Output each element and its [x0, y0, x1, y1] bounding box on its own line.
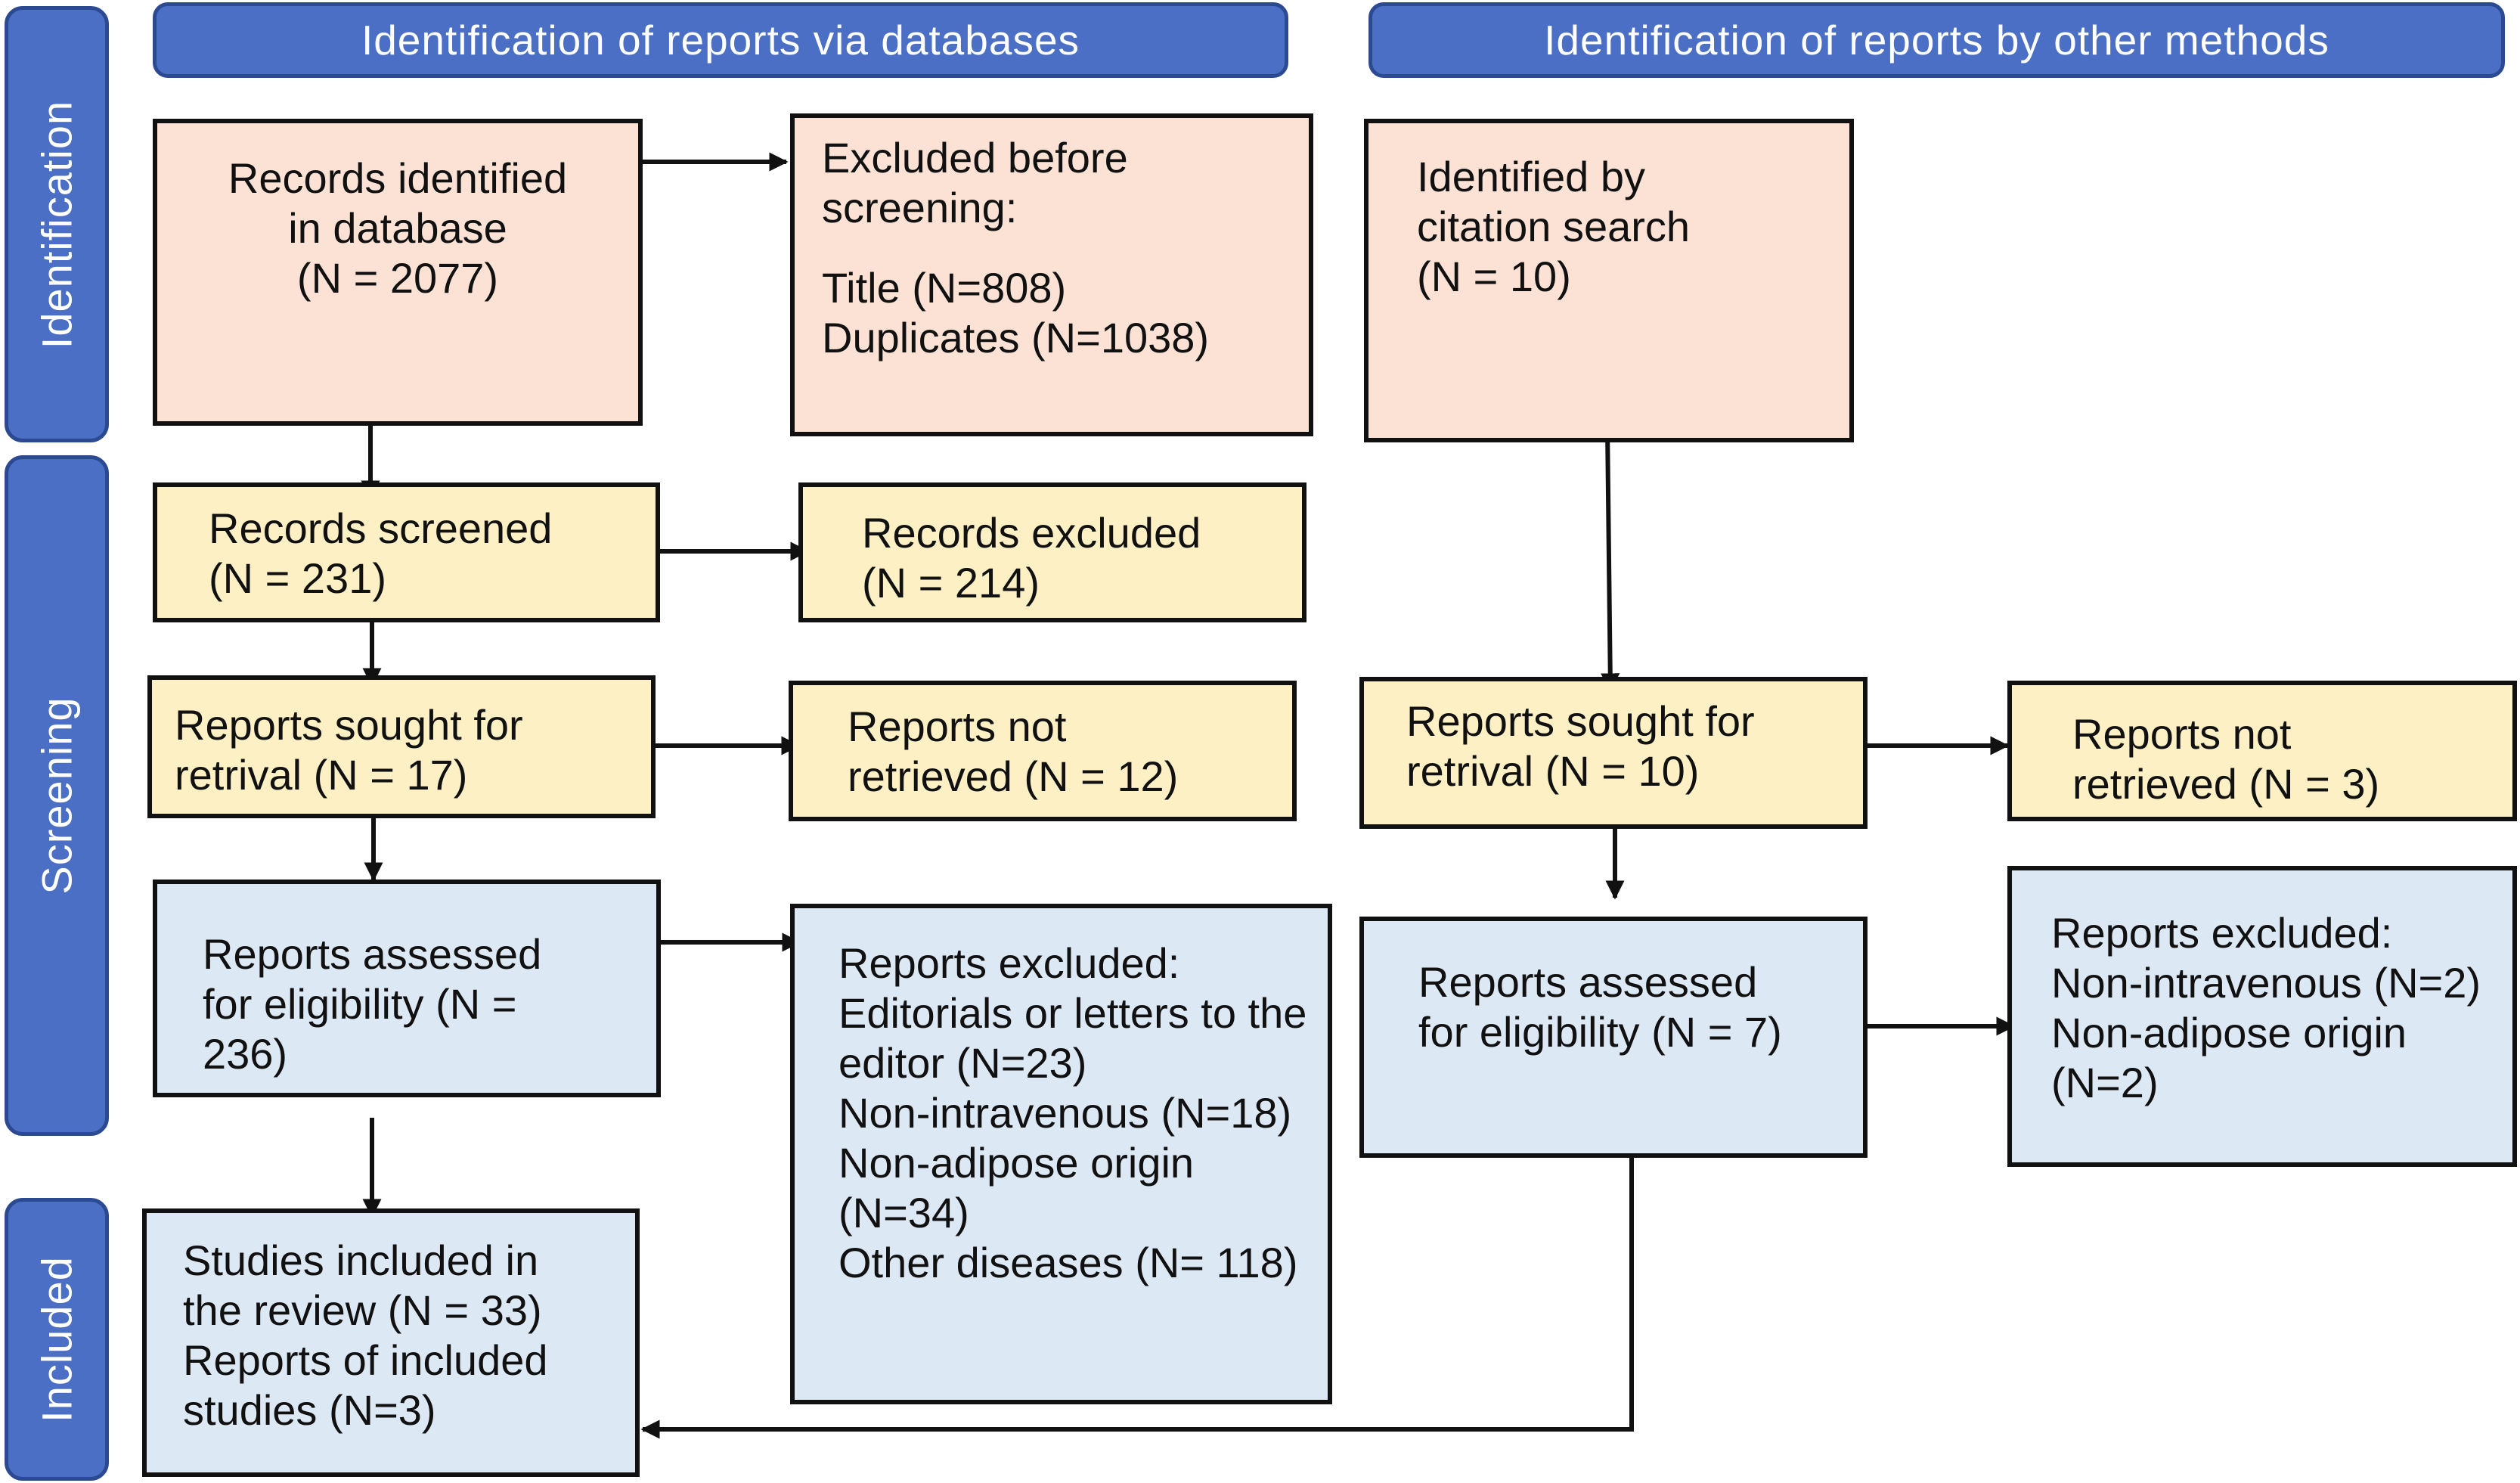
- reports-excluded-db-box: Reports excluded: Editorials or letters …: [790, 904, 1332, 1404]
- included-line: studies (N=3): [183, 1386, 436, 1434]
- studies-included-box: Studies included in the review (N = 33) …: [142, 1208, 640, 1477]
- assessed-other-line: Reports assessed: [1418, 958, 1758, 1006]
- not-retrieved-db-line: retrieved (N = 12): [848, 752, 1179, 800]
- phase-included: Included: [5, 1198, 109, 1481]
- reports-assessed-db-box: Reports assessed for eligibility (N = 23…: [153, 880, 661, 1097]
- not-retrieved-other-line: Reports not: [2072, 710, 2292, 758]
- excluded-before-item: Duplicates (N=1038): [822, 314, 1210, 361]
- included-line: the review (N = 33): [183, 1286, 542, 1334]
- records-screened-box: Records screened (N = 231): [153, 482, 660, 622]
- reports-assessed-other-box: Reports assessed for eligibility (N = 7): [1359, 917, 1868, 1158]
- citation-search-line: Identified by: [1417, 153, 1645, 200]
- excluded-other-line: Non-adipose origin: [2051, 1009, 2407, 1056]
- citation-search-line: citation search: [1417, 203, 1691, 250]
- excluded-before-screening-box: Excluded before screening: Title (N=808)…: [790, 113, 1313, 436]
- reports-sought-db-line: retrival (N = 17): [175, 751, 468, 799]
- excluded-db-line: Editorials or letters to the: [838, 989, 1307, 1037]
- included-line: Reports of included: [183, 1336, 548, 1384]
- header-other-methods: Identification of reports by other metho…: [1368, 2, 2505, 78]
- arrow-assessed-other-to-included: [640, 1158, 1634, 1439]
- records-screened-count: (N = 231): [209, 554, 386, 602]
- excluded-other-line: (N=2): [2051, 1059, 2159, 1106]
- header-databases: Identification of reports via databases: [153, 2, 1288, 78]
- reports-sought-db-box: Reports sought for retrival (N = 17): [147, 675, 656, 818]
- records-excluded-line: Records excluded: [862, 509, 1201, 557]
- reports-sought-other-line: retrival (N = 10): [1406, 747, 1700, 795]
- records-excluded-count: (N = 214): [862, 559, 1040, 607]
- reports-sought-other-line: Reports sought for: [1406, 697, 1755, 745]
- excluded-before-heading: screening:: [822, 184, 1018, 231]
- excluded-db-line: editor (N=23): [838, 1039, 1087, 1087]
- not-retrieved-other-line: retrieved (N = 3): [2072, 760, 2380, 808]
- assessed-db-line: for eligibility (N =: [203, 980, 517, 1028]
- reports-not-retrieved-other-box: Reports not retrieved (N = 3): [2007, 681, 2517, 821]
- excluded-before-heading: Excluded before: [822, 134, 1128, 181]
- reports-not-retrieved-db-box: Reports not retrieved (N = 12): [789, 681, 1297, 821]
- records-identified-line: Records identified: [228, 154, 568, 202]
- phase-identification: Identification: [5, 6, 109, 442]
- records-identified-box: Records identified in database (N = 2077…: [153, 119, 643, 426]
- excluded-other-line: Reports excluded:: [2051, 909, 2393, 957]
- citation-search-count: (N = 10): [1417, 253, 1571, 300]
- excluded-before-item: Title (N=808): [822, 264, 1067, 312]
- phase-screening-label: Screening: [33, 697, 81, 895]
- citation-search-box: Identified by citation search (N = 10): [1364, 119, 1854, 442]
- records-identified-count: (N = 2077): [296, 254, 499, 302]
- records-screened-line: Records screened: [209, 504, 553, 552]
- excluded-db-line: Non-adipose origin: [838, 1139, 1195, 1187]
- records-identified-line: in database: [288, 204, 507, 252]
- excluded-db-line: Reports excluded:: [838, 939, 1180, 987]
- records-excluded-box: Records excluded (N = 214): [798, 482, 1306, 622]
- assessed-db-line: Reports assessed: [203, 930, 542, 978]
- assessed-db-line: 236): [203, 1030, 288, 1078]
- reports-excluded-other-box: Reports excluded: Non-intravenous (N=2) …: [2007, 866, 2517, 1167]
- phase-included-label: Included: [33, 1256, 81, 1423]
- assessed-other-line: for eligibility (N = 7): [1418, 1008, 1782, 1056]
- not-retrieved-db-line: Reports not: [848, 703, 1067, 750]
- arrow-citation-to-sought: [1601, 427, 1620, 693]
- excluded-db-line: Other diseases (N= 118): [838, 1239, 1298, 1286]
- reports-sought-db-line: Reports sought for: [175, 701, 523, 749]
- phase-screening: Screening: [5, 455, 109, 1136]
- included-line: Studies included in: [183, 1236, 539, 1284]
- reports-sought-other-box: Reports sought for retrival (N = 10): [1359, 677, 1868, 829]
- phase-identification-label: Identification: [33, 100, 81, 349]
- excluded-db-line: (N=34): [838, 1189, 969, 1236]
- excluded-db-line: Non-intravenous (N=18): [838, 1089, 1292, 1137]
- excluded-other-line: Non-intravenous (N=2): [2051, 959, 2481, 1007]
